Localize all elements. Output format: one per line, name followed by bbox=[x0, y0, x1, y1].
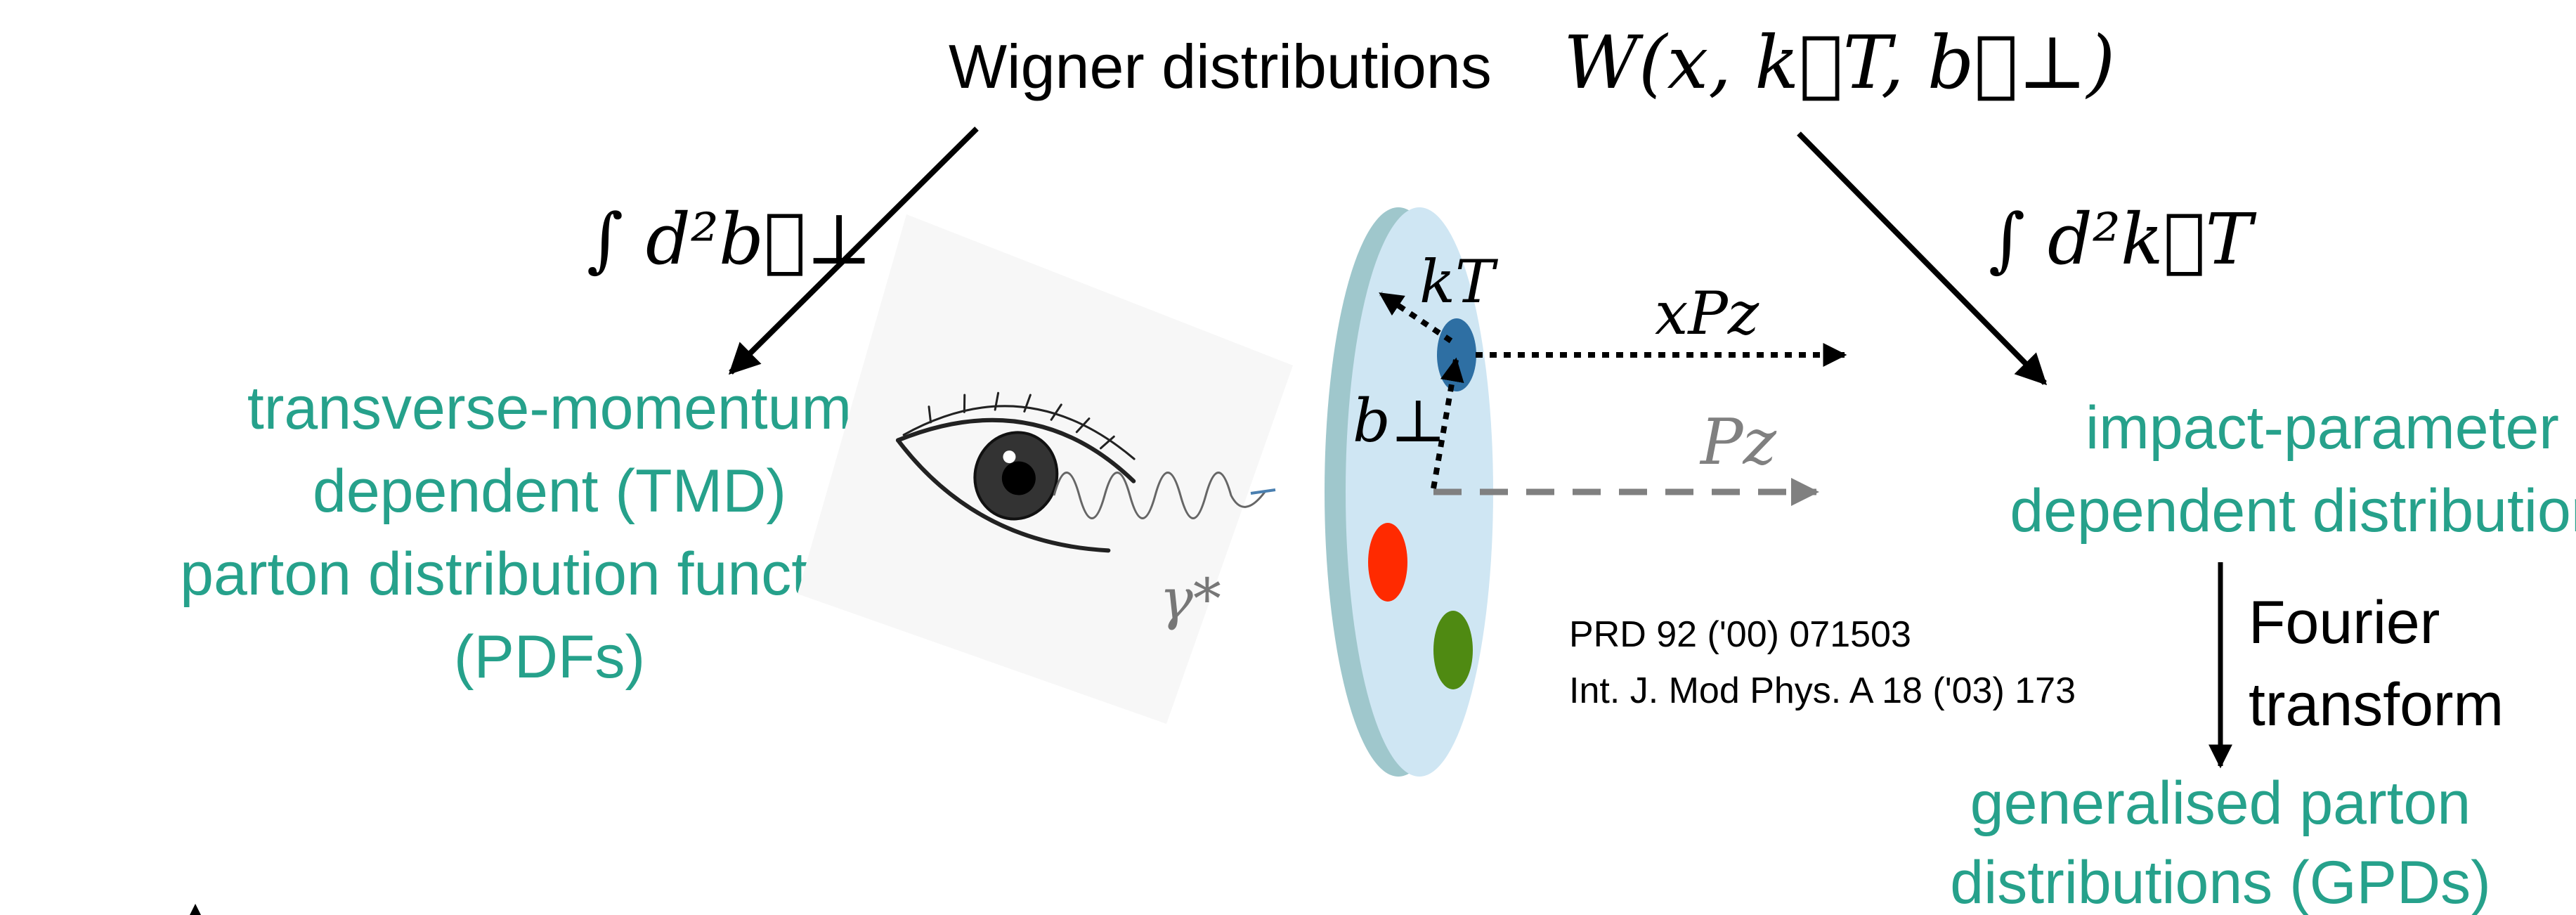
corner-mark bbox=[190, 904, 201, 915]
kt-label: kT bbox=[1419, 247, 1499, 316]
fourier-line2: transform bbox=[2249, 671, 2504, 739]
pz-label: Pz bbox=[1699, 405, 1777, 479]
eye-illustration bbox=[798, 214, 1293, 724]
gamma-star-label: γ* bbox=[1159, 566, 1221, 632]
reference-1: PRD 92 ('00) 071503 bbox=[1569, 614, 1911, 655]
b-perp-label: b⊥ bbox=[1353, 387, 1446, 455]
integral-k-t: ∫ d²k⃗T bbox=[1989, 198, 2257, 280]
tmd-label-line2: dependent (TMD) bbox=[313, 458, 786, 525]
xpz-label: xPz bbox=[1655, 279, 1759, 348]
photon-wave bbox=[1053, 472, 1266, 519]
fourier-line1: Fourier bbox=[2249, 589, 2440, 656]
tmd-label-line4: (PDFs) bbox=[454, 623, 645, 691]
title-formula: W(x, k⃗T, b⃗⊥) bbox=[1563, 20, 2115, 105]
impact-label-line1: impact-parameter bbox=[2086, 394, 2559, 462]
tmd-label-line3: parton distribution functions bbox=[180, 540, 919, 608]
quark-blue bbox=[1437, 318, 1476, 391]
impact-label-line2: dependent distributions bbox=[2010, 477, 2576, 545]
reference-2: Int. J. Mod Phys. A 18 ('03) 173 bbox=[1569, 670, 2076, 711]
quark-green bbox=[1433, 611, 1473, 689]
integral-b-perp: ∫ d²b⃗⊥ bbox=[587, 198, 872, 280]
arrow-to-impact bbox=[1797, 131, 2048, 386]
gpd-label-line2: distributions (GPDs) bbox=[1950, 849, 2490, 915]
kt-arrow bbox=[1379, 291, 1453, 344]
gpd-label-line1: generalised parton bbox=[1970, 770, 2471, 837]
quark-red bbox=[1368, 523, 1407, 602]
title-text: Wigner distributions bbox=[949, 32, 1492, 101]
arrow-to-tmd bbox=[728, 126, 979, 375]
tmd-label-line1: transverse-momentum bbox=[247, 375, 852, 442]
